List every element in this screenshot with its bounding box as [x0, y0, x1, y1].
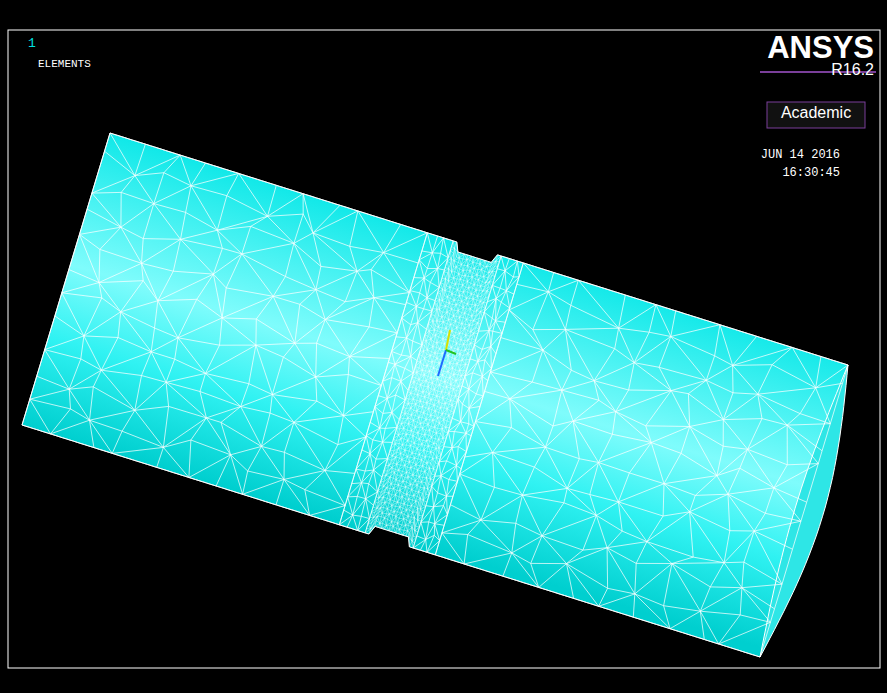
viewport-border [8, 30, 880, 668]
axis-triad [438, 330, 456, 376]
plot-type: ELEMENTS [38, 58, 91, 70]
date-stamp: JUN 14 2016 [761, 148, 840, 162]
academic-badge [767, 102, 865, 128]
cylinder-body [22, 133, 848, 657]
axis-z [438, 350, 446, 376]
version-number: R16.2 [831, 61, 874, 79]
window-number: 1 [28, 36, 36, 51]
time-stamp: 16:30:45 [782, 166, 840, 180]
axis-x [446, 350, 456, 354]
product-logo: ANSYS [767, 30, 874, 66]
refined-mesh [365, 241, 501, 548]
license-badge: Academic [781, 104, 851, 122]
axis-y [446, 330, 450, 350]
element-mesh [22, 133, 848, 657]
